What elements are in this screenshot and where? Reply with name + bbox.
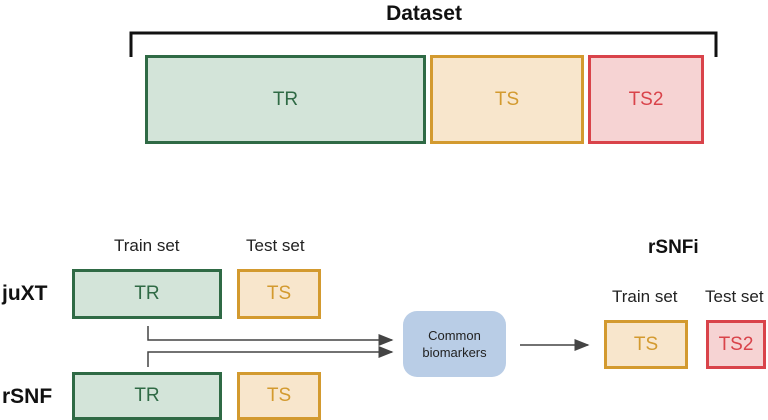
common-line-2: biomarkers [422,345,487,360]
test-set-label: Test set [246,236,305,255]
rsnfi-title: rSNFi [648,237,699,258]
rsnfi-test-set-label: Test set [705,287,764,306]
common-line-1: Common [428,328,481,343]
rsnfi-ts-box: TS [604,320,688,369]
rsnf-tr-box: TR [72,372,222,420]
dataset-ts-box: TS [430,55,584,144]
rsnf-label: rSNF [2,385,53,408]
jxt-label: juXT [2,282,48,305]
rsnf-ts-box: TS [237,372,321,420]
rsnfi-ts2-box: TS2 [706,320,766,369]
dataset-ts2-box: TS2 [588,55,704,144]
dataset-bracket [129,31,718,57]
dataset-title: Dataset [386,2,462,25]
rsnfi-train-set-label: Train set [612,287,678,306]
common-biomarkers-box: Common biomarkers [403,311,506,377]
jxt-ts-box: TS [237,269,321,319]
dataset-tr-box: TR [145,55,426,144]
arrow-rsnf-to-common [147,346,394,367]
jxt-tr-box: TR [72,269,222,319]
arrow-jxt-to-common [147,326,394,346]
train-set-label: Train set [114,236,180,255]
